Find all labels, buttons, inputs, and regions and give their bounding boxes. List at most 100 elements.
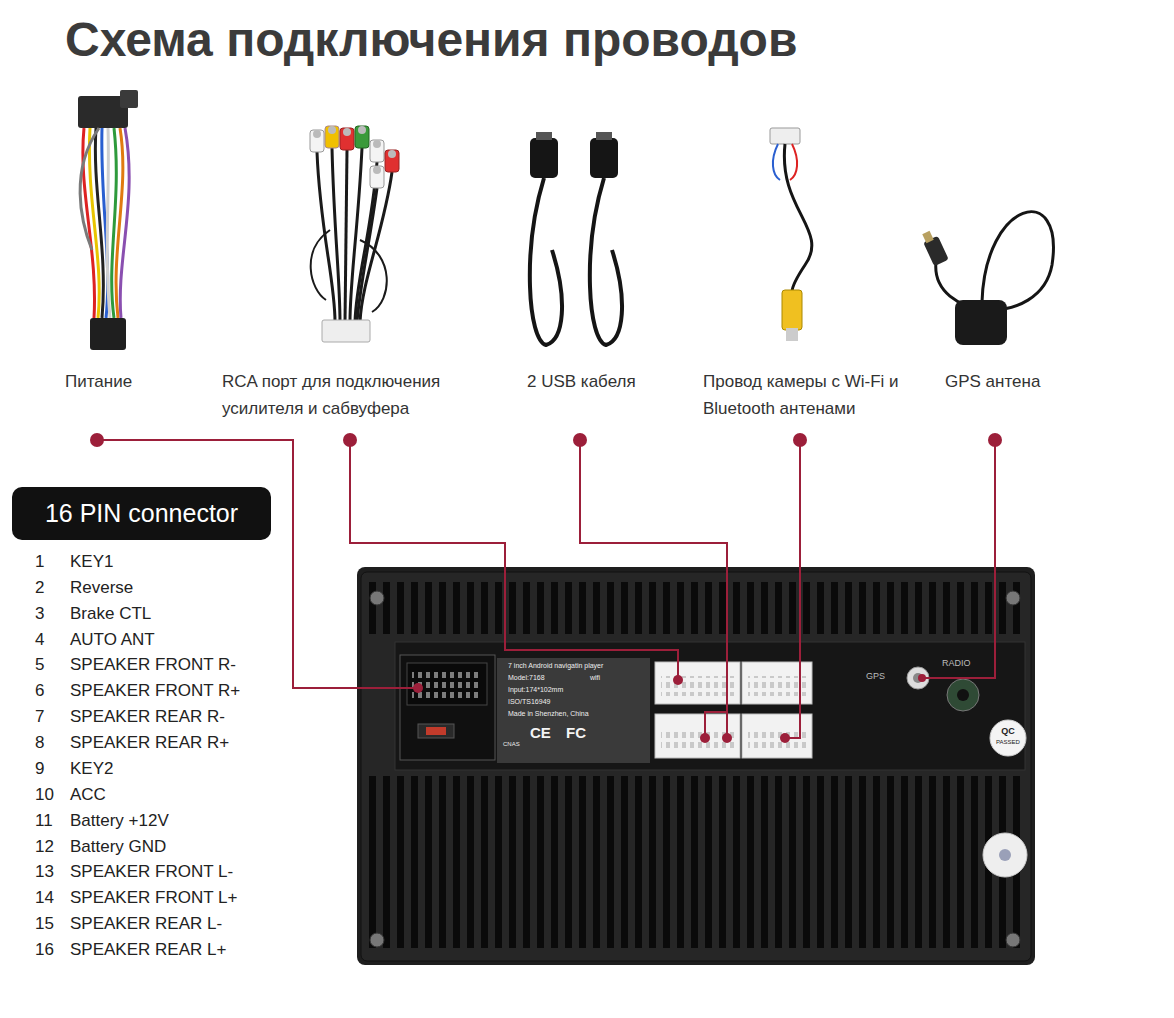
usb-cable [590, 138, 618, 178]
pin-name: SPEAKER REAR L- [70, 914, 222, 934]
port-label: RADIO [942, 658, 971, 669]
pin-name: SPEAKER FRONT R+ [70, 681, 240, 701]
pin-name: KEY1 [70, 552, 113, 572]
pin-number: 14 [35, 888, 54, 908]
pin-name: SPEAKER REAR L+ [70, 940, 226, 960]
iso-socket [412, 670, 482, 698]
power-harness [90, 318, 126, 350]
gps-antenna [955, 300, 1007, 345]
usb-cable [530, 132, 622, 345]
wire-connector [742, 662, 812, 704]
camera-cable [782, 290, 802, 330]
certification-mark: CNAS [503, 740, 520, 748]
camera-cable [770, 128, 800, 144]
leader-dot [673, 675, 683, 685]
certification-mark: CE [530, 724, 551, 742]
power-harness [120, 128, 129, 318]
antenna-socket [957, 689, 969, 701]
certification-mark: FC [566, 724, 586, 742]
head-unit-chassis [1006, 933, 1020, 947]
rca-harness [343, 128, 351, 136]
pin-number: 15 [35, 914, 54, 934]
power-harness [120, 90, 138, 108]
leader-line [350, 440, 678, 680]
mic-sticker [999, 849, 1011, 861]
qc-sticker [990, 720, 1026, 756]
head-unit-chassis [361, 572, 1031, 961]
label-box: 16 PIN connector [12, 487, 271, 540]
leader-dot [988, 433, 1002, 447]
sticker-text: Input:174*102mm [508, 685, 563, 694]
sticker-text: Made in Shenzhen, China [508, 709, 589, 718]
pin-name: Battery +12V [70, 811, 169, 831]
leader-dot [918, 674, 926, 682]
usb-cable [530, 138, 558, 178]
port-label: GPS [866, 671, 885, 682]
rca-harness [355, 126, 369, 148]
leader-dot [573, 433, 587, 447]
camera-cable [773, 144, 780, 180]
rca-harness [360, 240, 387, 312]
rca-harness [340, 128, 354, 150]
rca-harness [373, 166, 381, 174]
pin-name: SPEAKER FRONT R- [70, 655, 236, 675]
rca-harness [345, 150, 347, 322]
leader-line [97, 440, 418, 688]
iso-socket [407, 663, 487, 705]
rca-harness [332, 148, 340, 322]
wire-connector [661, 728, 734, 750]
pin-name: SPEAKER REAR R+ [70, 733, 229, 753]
head-unit-chassis [370, 933, 384, 947]
usb-cable [596, 132, 612, 140]
rca-harness [311, 230, 330, 300]
usb-cable [530, 178, 562, 345]
pin-name: Brake CTL [70, 604, 151, 624]
antenna-socket [947, 679, 979, 711]
pin-number: 2 [35, 578, 44, 598]
head-unit-chassis [370, 591, 384, 605]
pin-number: 7 [35, 707, 44, 727]
sticker-text: Model:7168 [508, 673, 545, 682]
usb-cable [536, 132, 552, 140]
iso-socket [426, 727, 446, 735]
leader-line [922, 440, 995, 678]
rca-harness [313, 130, 321, 138]
camera-cable [784, 144, 812, 292]
camera-cable [786, 328, 798, 341]
pin-number: 11 [35, 811, 53, 831]
antenna-socket [907, 667, 979, 711]
pin-number: 8 [35, 733, 44, 753]
component-caption: Провод камеры с Wi-Fi и Bluetooth антена… [703, 368, 925, 422]
pin-name: Reverse [70, 578, 133, 598]
component-caption: Питание [65, 368, 205, 395]
antenna-socket [907, 667, 929, 689]
iso-socket [418, 724, 454, 738]
pin-number: 4 [35, 630, 44, 650]
product-sticker [497, 658, 650, 763]
rca-harness [325, 126, 339, 148]
sticker-text: ISO/TS16949 [508, 697, 550, 706]
iso-socket [400, 655, 495, 760]
leader-line [580, 440, 727, 738]
power-harness [78, 90, 138, 350]
power-harness [80, 128, 99, 250]
head-unit-chassis [395, 642, 1025, 770]
leader-dot [793, 433, 807, 447]
pin-number: 16 [35, 940, 54, 960]
head-unit-chassis [366, 776, 1022, 948]
leader-line [785, 440, 800, 738]
pin-number: 13 [35, 862, 54, 882]
wire-connector [742, 714, 812, 758]
camera-cable [770, 128, 812, 341]
component-caption: RCA порт для подключения усилителя и саб… [222, 368, 492, 422]
mic-sticker [983, 833, 1027, 877]
pin-name: SPEAKER FRONT L- [70, 862, 233, 882]
qc-sticker [990, 720, 1026, 756]
head-unit-chassis [357, 567, 1035, 965]
gps-antenna [922, 231, 933, 243]
iso-socket [400, 655, 495, 760]
rca-harness [357, 188, 377, 322]
leader-dot [413, 683, 423, 693]
